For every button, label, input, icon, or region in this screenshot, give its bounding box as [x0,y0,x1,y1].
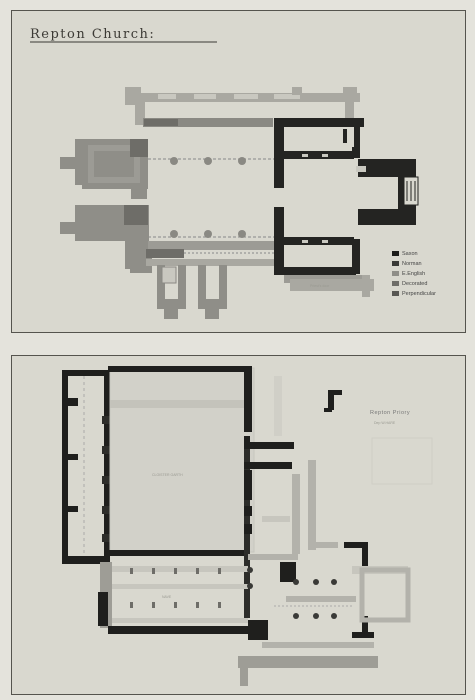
svg-text:NAVE: NAVE [162,595,172,599]
church-plan-panel: Repton Church: [11,10,466,333]
legend-label-norman: Norman [402,261,422,267]
choir-walls [280,542,374,638]
svg-text:CLOISTER GARTH: CLOISTER GARTH [152,473,183,477]
legend-label-perpendicular: Perpendicular [402,291,436,297]
legend-label-saxon: Saxon [402,251,418,257]
church-plan-title: Repton Church: [30,27,155,42]
nave-north-wall [108,550,246,556]
legend-label-eenglish: E.English [402,271,425,277]
priory-plan-subtitle: Dep W.HARE [374,421,396,425]
legend-swatch-perpendicular [392,291,399,296]
legend-swatch-decorated [392,281,399,286]
priory-plan-title: Repton Priory [370,410,410,416]
legend-swatch-norman [392,261,399,266]
svg-text:Priest's door: Priest's door [310,284,330,288]
cloister-garth [109,367,255,553]
south-porch [157,265,227,319]
nave-piers [170,157,246,238]
priory-plan-panel: Repton Priory Dep W.HARE CLOISTER GARTH … [11,355,466,695]
west-range-walls [62,370,110,570]
legend-swatch-eenglish [392,271,399,276]
church-plan-drawing: Repton Church: [30,27,436,319]
legend: Saxon Norman E.English Decorated Perpend… [392,251,436,297]
legend-label-decorated: Decorated [402,281,427,287]
legend-swatch-saxon [392,251,399,256]
priory-plan-drawing: Repton Priory Dep W.HARE CLOISTER GARTH … [62,366,433,686]
